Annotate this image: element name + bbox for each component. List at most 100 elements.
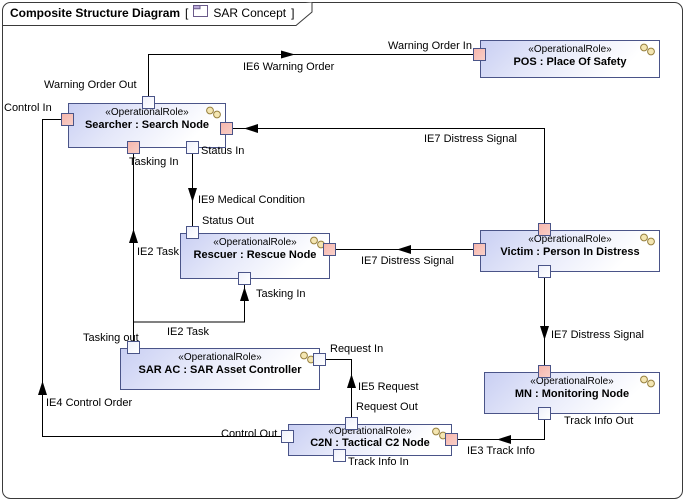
operational-role-icon: [309, 236, 326, 254]
flow-label-ie2-left[interactable]: IE2 Task: [137, 246, 179, 258]
port-c2n-request-out[interactable]: [345, 417, 358, 430]
connector-ie7-distress-top[interactable]: [233, 124, 545, 223]
port-label-request-in[interactable]: Request In: [330, 343, 384, 355]
node-victim[interactable]: «OperationalRole» Victim : Person In Dis…: [480, 230, 660, 272]
flow-label-ie5[interactable]: IE5 Request: [358, 381, 419, 393]
port-victim-distress-out-bottom[interactable]: [538, 265, 551, 278]
node-pos[interactable]: «OperationalRole» POS : Place Of Safety: [480, 40, 660, 78]
flow-label-ie4[interactable]: IE4 Control Order: [46, 397, 133, 409]
node-stereotype: «OperationalRole»: [328, 426, 412, 437]
node-name: SAR AC : SAR Asset Controller: [138, 364, 302, 376]
diagram-name-label: SAR Concept: [213, 5, 287, 20]
port-c2n-track-info-in[interactable]: [445, 433, 458, 446]
connector-ie7-distress-mid[interactable]: [336, 245, 473, 254]
operational-role-icon: [639, 375, 656, 393]
flow-label-ie7-down[interactable]: IE7 Distress Signal: [551, 329, 644, 341]
port-victim-distress-out-top[interactable]: [538, 223, 551, 236]
operational-role-icon: [431, 427, 448, 445]
port-rescuer-status-out[interactable]: [186, 226, 199, 239]
flow-label-ie2-branch[interactable]: IE2 Task: [167, 326, 209, 338]
node-mn[interactable]: «OperationalRole» MN : Monitoring Node: [484, 372, 660, 414]
flow-label-ie3[interactable]: IE3 Track Info: [467, 445, 535, 457]
port-label-control-in[interactable]: Control In: [4, 102, 52, 114]
port-label-warning-order-out[interactable]: Warning Order Out: [44, 79, 137, 91]
flow-label-ie7-top[interactable]: IE7 Distress Signal: [424, 133, 517, 145]
node-stereotype: «OperationalRole»: [178, 352, 262, 363]
connector-ie9-medical-condition[interactable]: [188, 154, 197, 226]
arrowhead-left: [497, 435, 511, 444]
arrowhead-up: [240, 287, 249, 301]
port-c2n-control-out[interactable]: [281, 430, 294, 443]
port-rescuer-tasking-in[interactable]: [238, 272, 251, 285]
node-name: Victim : Person In Distress: [500, 246, 640, 258]
connector-ie7-distress-down[interactable]: [540, 278, 549, 365]
flow-label-ie6[interactable]: IE6 Warning Order: [243, 61, 335, 73]
flow-label-ie7-mid[interactable]: IE7 Distress Signal: [361, 255, 454, 267]
operational-role-icon: [639, 43, 656, 61]
port-mn-track-info-out[interactable]: [538, 407, 551, 420]
port-mn-distress-in[interactable]: [538, 365, 551, 378]
arrowhead-left: [244, 124, 258, 133]
connector-ie6-warning-order[interactable]: [148, 50, 474, 97]
arrowhead-up: [38, 381, 47, 395]
arrowhead-down: [540, 326, 549, 340]
operational-role-icon: [639, 233, 656, 251]
port-label-request-out[interactable]: Request Out: [356, 401, 418, 413]
port-searcher-control-in[interactable]: [61, 113, 74, 126]
arrowhead-right: [281, 50, 295, 59]
port-searcher-warning-order-out[interactable]: [142, 96, 155, 109]
frame-heading: Composite Structure Diagram [ SAR Concep…: [10, 5, 294, 20]
node-searcher[interactable]: «OperationalRole» Searcher : Search Node: [68, 103, 226, 148]
node-stereotype: «OperationalRole»: [530, 376, 614, 387]
frame-heading-shape: [3, 2, 313, 26]
node-name: POS : Place Of Safety: [513, 56, 627, 68]
node-name: Rescuer : Rescue Node: [193, 249, 317, 261]
port-label-status-in[interactable]: Status In: [201, 145, 245, 157]
close-bracket: ]: [291, 5, 295, 20]
diagram-icon: [193, 5, 209, 20]
port-label-tasking-out[interactable]: Tasking out: [83, 332, 139, 344]
open-bracket: [: [185, 5, 189, 20]
port-sarac-tasking-out[interactable]: [127, 341, 140, 354]
arrowhead-up: [347, 374, 356, 388]
connector-ie2-task-branch[interactable]: [133, 285, 250, 323]
port-label-warning-order-in[interactable]: Warning Order In: [388, 40, 472, 52]
node-rescuer[interactable]: «OperationalRole» Rescuer : Rescue Node: [180, 233, 330, 279]
node-sarac[interactable]: «OperationalRole» SAR AC : SAR Asset Con…: [120, 348, 320, 390]
port-label-tasking-in-rescuer[interactable]: Tasking In: [256, 288, 306, 300]
port-label-track-info-out[interactable]: Track Info Out: [564, 415, 634, 427]
node-name: Searcher : Search Node: [84, 119, 210, 131]
port-victim-distress-out-left[interactable]: [473, 243, 486, 256]
port-sarac-request-in[interactable]: [313, 353, 326, 366]
node-stereotype: «OperationalRole»: [528, 44, 612, 55]
arrowhead-up: [129, 229, 138, 243]
port-rescuer-distress-in[interactable]: [323, 243, 336, 256]
port-c2n-track-info-bottom[interactable]: [333, 449, 346, 462]
port-label-control-out[interactable]: Control Out: [221, 428, 278, 440]
port-pos-warning-order-in[interactable]: [473, 48, 486, 61]
arrowhead-down: [188, 188, 197, 202]
connector-ie5-request[interactable]: [326, 359, 356, 418]
node-stereotype: «OperationalRole»: [213, 237, 297, 248]
node-name: C2N : Tactical C2 Node: [310, 437, 430, 449]
port-label-tasking-in-searcher[interactable]: Tasking In: [129, 156, 179, 168]
port-searcher-status-in[interactable]: [186, 141, 199, 154]
node-c2n[interactable]: «OperationalRole» C2N : Tactical C2 Node: [288, 424, 452, 456]
operational-role-icon: [205, 106, 222, 124]
node-stereotype: «OperationalRole»: [105, 107, 189, 118]
connector-ie4-control-order[interactable]: [38, 119, 281, 437]
flow-label-ie9[interactable]: IE9 Medical Condition: [198, 194, 306, 206]
port-label-status-out[interactable]: Status Out: [202, 215, 254, 227]
connector-ie2-task[interactable]: [129, 154, 138, 341]
arrowhead-left: [397, 245, 411, 254]
node-stereotype: «OperationalRole»: [528, 234, 612, 245]
port-searcher-distress-in[interactable]: [220, 122, 233, 135]
connector-ie3-track-info[interactable]: [458, 420, 545, 444]
diagram-type-label: Composite Structure Diagram: [10, 5, 181, 20]
port-label-track-info-in[interactable]: Track Info In: [348, 456, 409, 468]
node-name: MN : Monitoring Node: [514, 388, 630, 400]
port-searcher-tasking-in[interactable]: [127, 141, 140, 154]
